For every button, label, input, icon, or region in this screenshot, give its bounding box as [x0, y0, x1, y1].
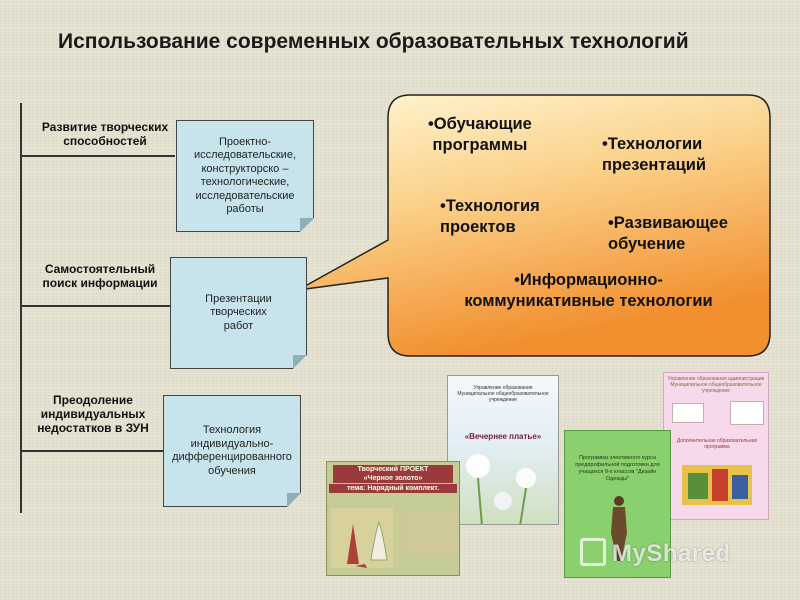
elective-course-text: Программа элективного курса предпрофильн… — [575, 455, 660, 482]
bubble-item-training-programs: •Обучающие программы — [428, 115, 532, 154]
bubble-item-project-tech: •Технология проектов — [440, 197, 540, 236]
left-axis-line — [20, 103, 22, 513]
thumbnail-dress-heading: «Вечернее платье» — [464, 432, 542, 441]
gold-project-line2: «Черное золото» — [333, 474, 453, 483]
branch-line-2 — [20, 305, 170, 307]
gold-project-line3: тема: Нарядный комплект. — [329, 484, 457, 493]
page-title: Использование современных образовательны… — [58, 30, 689, 53]
bubble-item-ict: •Информационно- коммуникативные технолог… — [464, 271, 713, 310]
note-research-works: Проектно- исследовательские, конструктор… — [176, 120, 314, 232]
branch-line-3 — [20, 450, 165, 452]
watermark-icon — [580, 538, 606, 566]
note-fold-3 — [287, 493, 301, 507]
note-individual-learning: Технология индивидуально- дифференцирова… — [163, 395, 301, 507]
watermark-text: MyShared — [612, 540, 731, 567]
gold-project-line1: Творческий ПРОЕКТ — [333, 465, 453, 474]
bubble-item-developing-learning: •Развивающее обучение — [608, 214, 728, 253]
note-presentations: Презентации творческих работ — [170, 257, 307, 369]
branch-line-1 — [20, 155, 175, 157]
note-fold-2 — [293, 355, 307, 369]
note-fold-1 — [300, 218, 314, 232]
model-figure-image — [611, 496, 627, 561]
flower-image — [466, 454, 536, 524]
gold-project-image — [331, 508, 457, 568]
thumbnail-gold-project: Творческий ПРОЕКТ «Черное золото» тема: … — [326, 461, 460, 576]
program-doc-image — [682, 465, 752, 505]
row-label-search: Самостоятельный поиск информации — [42, 262, 158, 290]
row-label-creative: Развитие творческих способностей — [41, 120, 169, 148]
row-label-overcome: Преодоление индивидуальных недостатков в… — [37, 393, 149, 435]
bubble-item-presentation-tech: •Технологии презентаций — [602, 135, 707, 174]
